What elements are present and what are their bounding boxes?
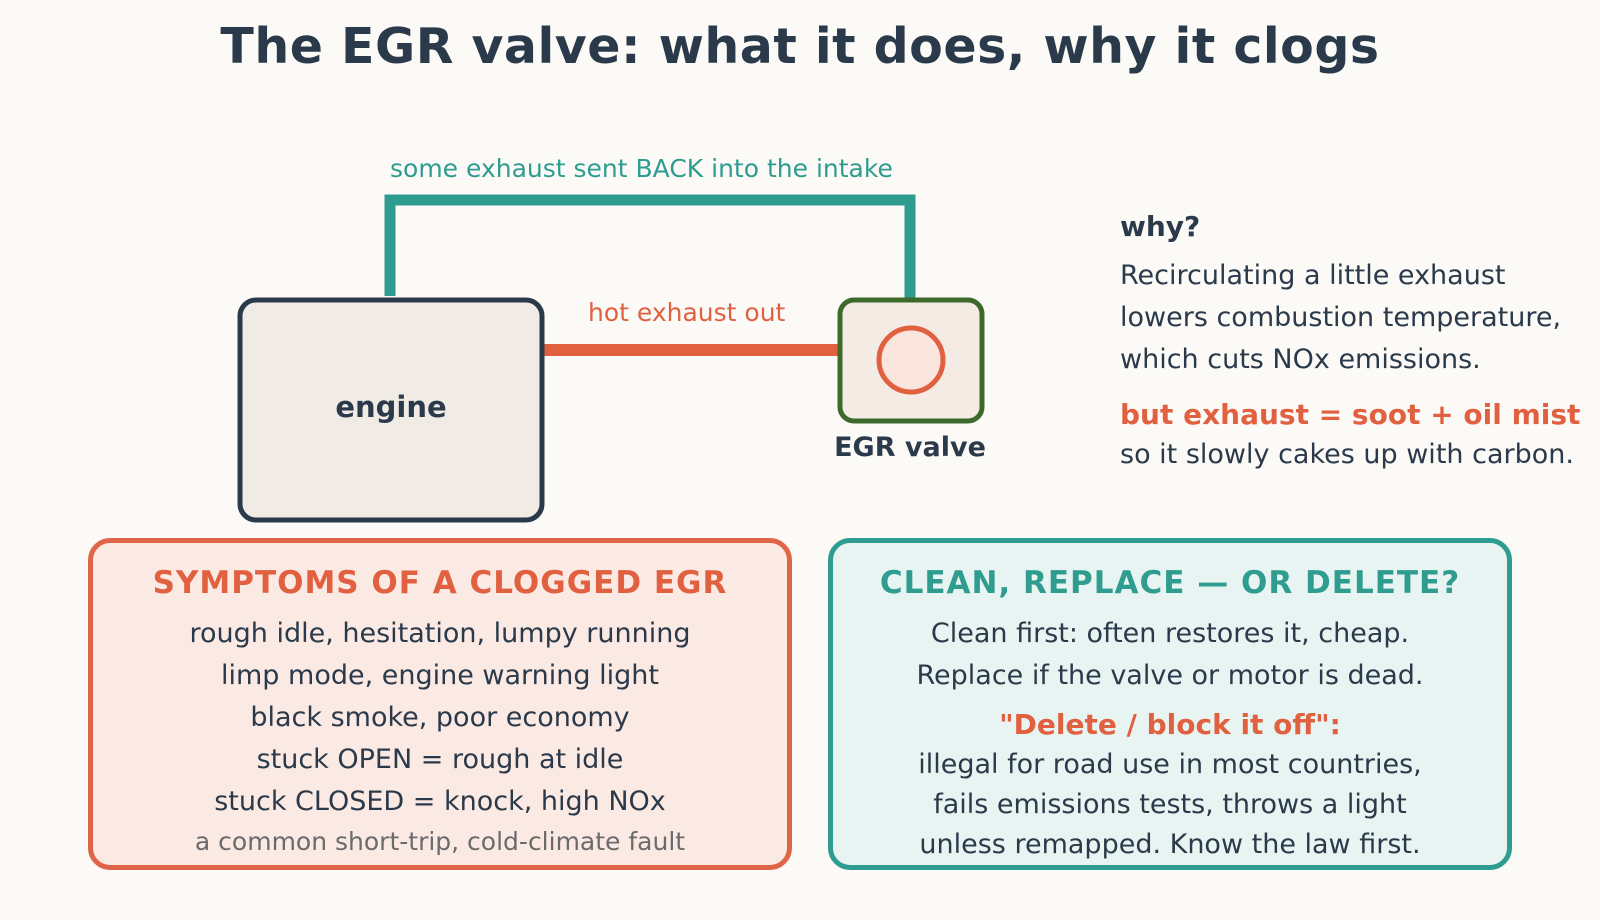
symptom-item: black smoke, poor economy: [250, 702, 630, 733]
symptom-item: limp mode, engine warning light: [221, 660, 659, 691]
symptom-item: stuck OPEN = rough at idle: [256, 744, 624, 775]
exhaust-label: hot exhaust out: [588, 298, 786, 327]
page-title: The EGR valve: what it does, why it clog…: [220, 18, 1380, 75]
fix-tail-line: illegal for road use in most countries,: [918, 749, 1422, 780]
symptoms-note: a common short-trip, cold-climate fault: [194, 827, 686, 856]
why-tail: so it slowly cakes up with carbon.: [1120, 439, 1574, 470]
fix-tail-line: unless remapped. Know the law first.: [919, 829, 1421, 860]
why-body-line: which cuts NOx emissions.: [1120, 344, 1481, 375]
fix-item: Replace if the valve or motor is dead.: [916, 660, 1424, 691]
fix-panel: CLEAN, REPLACE — OR DELETE? Clean first:…: [828, 538, 1512, 870]
why-body-line: lowers combustion temperature,: [1120, 302, 1562, 333]
why-explanation: why? Recirculating a little exhaust lowe…: [1120, 210, 1600, 475]
fix-item: Clean first: often restores it, cheap.: [930, 618, 1410, 649]
egr-valve-label: EGR valve: [834, 432, 986, 463]
recirculation-pipe: [384, 194, 916, 300]
why-body: Recirculating a little exhaust lowers co…: [1120, 255, 1600, 381]
engine-block: [237, 297, 545, 523]
why-heading: why?: [1120, 210, 1201, 243]
fix-list: Clean first: often restores it, cheap. R…: [833, 613, 1507, 697]
engine-label: engine: [335, 390, 447, 424]
recirculation-label: some exhaust sent BACK into the intake: [390, 154, 893, 183]
egr-flow-diagram: [237, 194, 985, 523]
why-warning: but exhaust = soot + oil mist: [1120, 398, 1581, 431]
egr-valve-icon: [876, 325, 946, 395]
symptom-item: rough idle, hesitation, lumpy running: [189, 618, 691, 649]
symptoms-title: SYMPTOMS OF A CLOGGED EGR: [152, 565, 728, 601]
fix-tail-line: fails emissions tests, throws a light: [933, 789, 1407, 820]
symptom-item: stuck CLOSED = knock, high NOx: [214, 786, 666, 817]
symptoms-panel: SYMPTOMS OF A CLOGGED EGR rough idle, he…: [88, 538, 792, 870]
symptoms-list: rough idle, hesitation, lumpy running li…: [93, 613, 787, 823]
why-body-line: Recirculating a little exhaust: [1120, 260, 1506, 291]
fix-title: CLEAN, REPLACE — OR DELETE?: [879, 565, 1461, 601]
fix-tail: illegal for road use in most countries, …: [833, 745, 1507, 865]
fix-warning: "Delete / block it off":: [999, 708, 1341, 741]
